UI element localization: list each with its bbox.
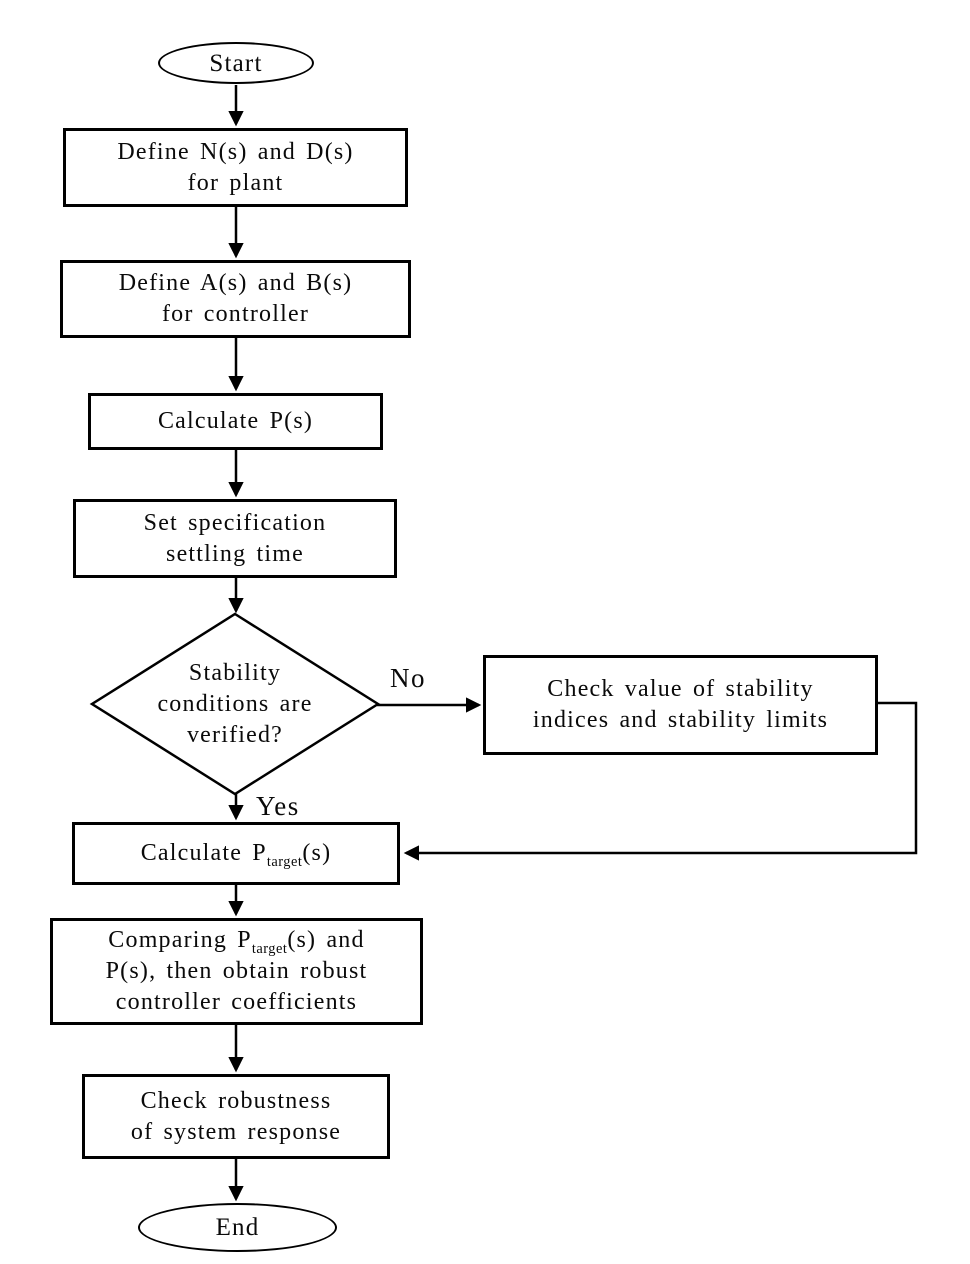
calculate-ptarget-sub: target bbox=[266, 853, 303, 870]
node-comparing-line3: controller coefficients bbox=[115, 989, 358, 1015]
node-calculate-p: Calculate P(s) bbox=[88, 393, 383, 450]
comparing-line1-sub: target bbox=[251, 940, 288, 957]
node-start-label: Start bbox=[209, 49, 263, 77]
node-check-stability-line1: Check value of stability bbox=[547, 676, 814, 702]
calculate-ptarget-pre: Calculate P bbox=[140, 840, 267, 866]
node-define-plant-line1: Define N(s) and D(s) bbox=[117, 138, 354, 165]
node-stability-decision-line1: Stability bbox=[188, 659, 282, 686]
comparing-line1-pre: Comparing P bbox=[108, 927, 252, 953]
node-calculate-ptarget: Calculate Ptarget(s) bbox=[72, 822, 400, 885]
decision-diamond-shape bbox=[89, 612, 381, 796]
node-stability-decision-line3: verified? bbox=[186, 721, 284, 748]
node-calculate-p-label: Calculate P(s) bbox=[157, 408, 314, 434]
calculate-ptarget-post: (s) bbox=[302, 840, 332, 866]
node-define-controller-line1: Define A(s) and B(s) bbox=[118, 270, 353, 296]
node-stability-decision: Stability conditions are verified? bbox=[110, 647, 360, 761]
node-comparing-line2: P(s), then obtain robust bbox=[105, 958, 368, 984]
node-set-specification-line2: settling time bbox=[166, 540, 304, 567]
node-check-robustness-line2: of system response bbox=[130, 1118, 342, 1145]
node-comparing-line1: Comparing Ptarget(s) and bbox=[108, 925, 364, 956]
node-calculate-ptarget-label: Calculate Ptarget(s) bbox=[141, 838, 332, 869]
node-check-stability: Check value of stability indices and sta… bbox=[483, 655, 878, 755]
node-check-stability-line2: indices and stability limits bbox=[532, 707, 829, 733]
node-check-robustness: Check robustness of system response bbox=[82, 1074, 390, 1159]
edge-label-no: No bbox=[390, 663, 426, 693]
edge-check-stability-feedback-to-calculate-ptarget bbox=[403, 701, 918, 861]
comparing-line1-post: (s) and bbox=[287, 927, 365, 953]
node-set-specification: Set specification settling time bbox=[73, 499, 397, 578]
node-define-controller-line2: for controller bbox=[161, 301, 310, 327]
node-set-specification-line1: Set specification bbox=[143, 509, 327, 536]
node-stability-decision-line2: conditions are bbox=[157, 690, 313, 717]
node-end-label: End bbox=[215, 1214, 260, 1241]
node-comparing: Comparing Ptarget(s) and P(s), then obta… bbox=[50, 918, 423, 1025]
node-end: End bbox=[138, 1203, 337, 1252]
edge-label-yes: Yes bbox=[256, 791, 300, 821]
node-define-plant-line2: for plant bbox=[187, 169, 284, 196]
node-check-robustness-line1: Check robustness bbox=[140, 1087, 332, 1114]
node-start: Start bbox=[158, 42, 314, 84]
node-define-plant: Define N(s) and D(s) for plant bbox=[63, 128, 408, 207]
node-define-controller: Define A(s) and B(s) for controller bbox=[60, 260, 411, 338]
